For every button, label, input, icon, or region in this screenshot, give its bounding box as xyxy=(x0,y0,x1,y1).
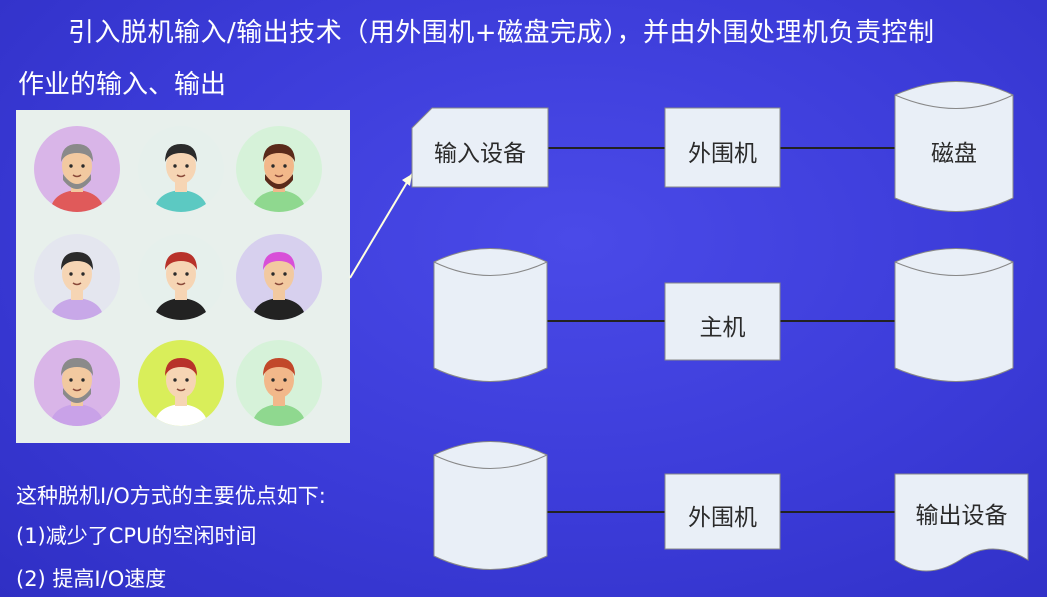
disk-cylinder-bottom-left xyxy=(433,441,548,570)
users-image-panel xyxy=(16,110,350,443)
avatar xyxy=(138,340,224,426)
disk-cylinder-middle-right xyxy=(894,248,1014,382)
disk-cylinder-middle-right-rim xyxy=(894,261,1014,276)
users-to-input-arrowhead xyxy=(402,174,412,186)
disk-cylinder-top-right-rim xyxy=(894,94,1014,109)
slide-title-line2: 作业的输入、输出 xyxy=(18,70,227,100)
input-device-card-shape xyxy=(411,107,549,188)
host-label: 主机 xyxy=(699,315,746,341)
disk-label: 磁盘 xyxy=(931,141,977,167)
avatar xyxy=(34,126,120,212)
output-device-document-shape xyxy=(894,473,1029,572)
peripheral-box-2-shape xyxy=(664,473,781,550)
host-box-shape xyxy=(664,282,781,361)
peripheral-label-2: 外围机 xyxy=(688,505,757,531)
disk-cylinder-middle-left xyxy=(433,248,548,382)
avatar xyxy=(138,234,224,320)
disk-cylinder-middle-left-rim xyxy=(433,261,548,276)
avatar xyxy=(236,126,322,212)
disk-cylinder-bottom-left-rim xyxy=(433,454,548,469)
advantage-item-1: (1)减少了CPU的空闲时间 xyxy=(16,524,257,548)
peripheral-label-1: 外围机 xyxy=(688,141,757,167)
output-device-label: 输出设备 xyxy=(915,503,1008,529)
avatar xyxy=(236,234,322,320)
users-to-input-arrow-line xyxy=(349,173,413,279)
input-device-label: 输入设备 xyxy=(434,141,526,167)
avatar xyxy=(138,126,224,212)
advantage-item-2: (2) 提高I/O速度 xyxy=(16,567,167,591)
avatar xyxy=(236,340,322,426)
avatar xyxy=(34,340,120,426)
avatar xyxy=(34,234,120,320)
advantages-heading: 这种脱机I/O方式的主要优点如下: xyxy=(16,484,326,508)
slide-title-line1: 引入脱机输入/输出技术（用外围机+磁盘完成），并由外围处理机负责控制 xyxy=(68,18,935,48)
disk-cylinder-top-right xyxy=(894,81,1014,212)
peripheral-box-1-shape xyxy=(664,107,781,188)
